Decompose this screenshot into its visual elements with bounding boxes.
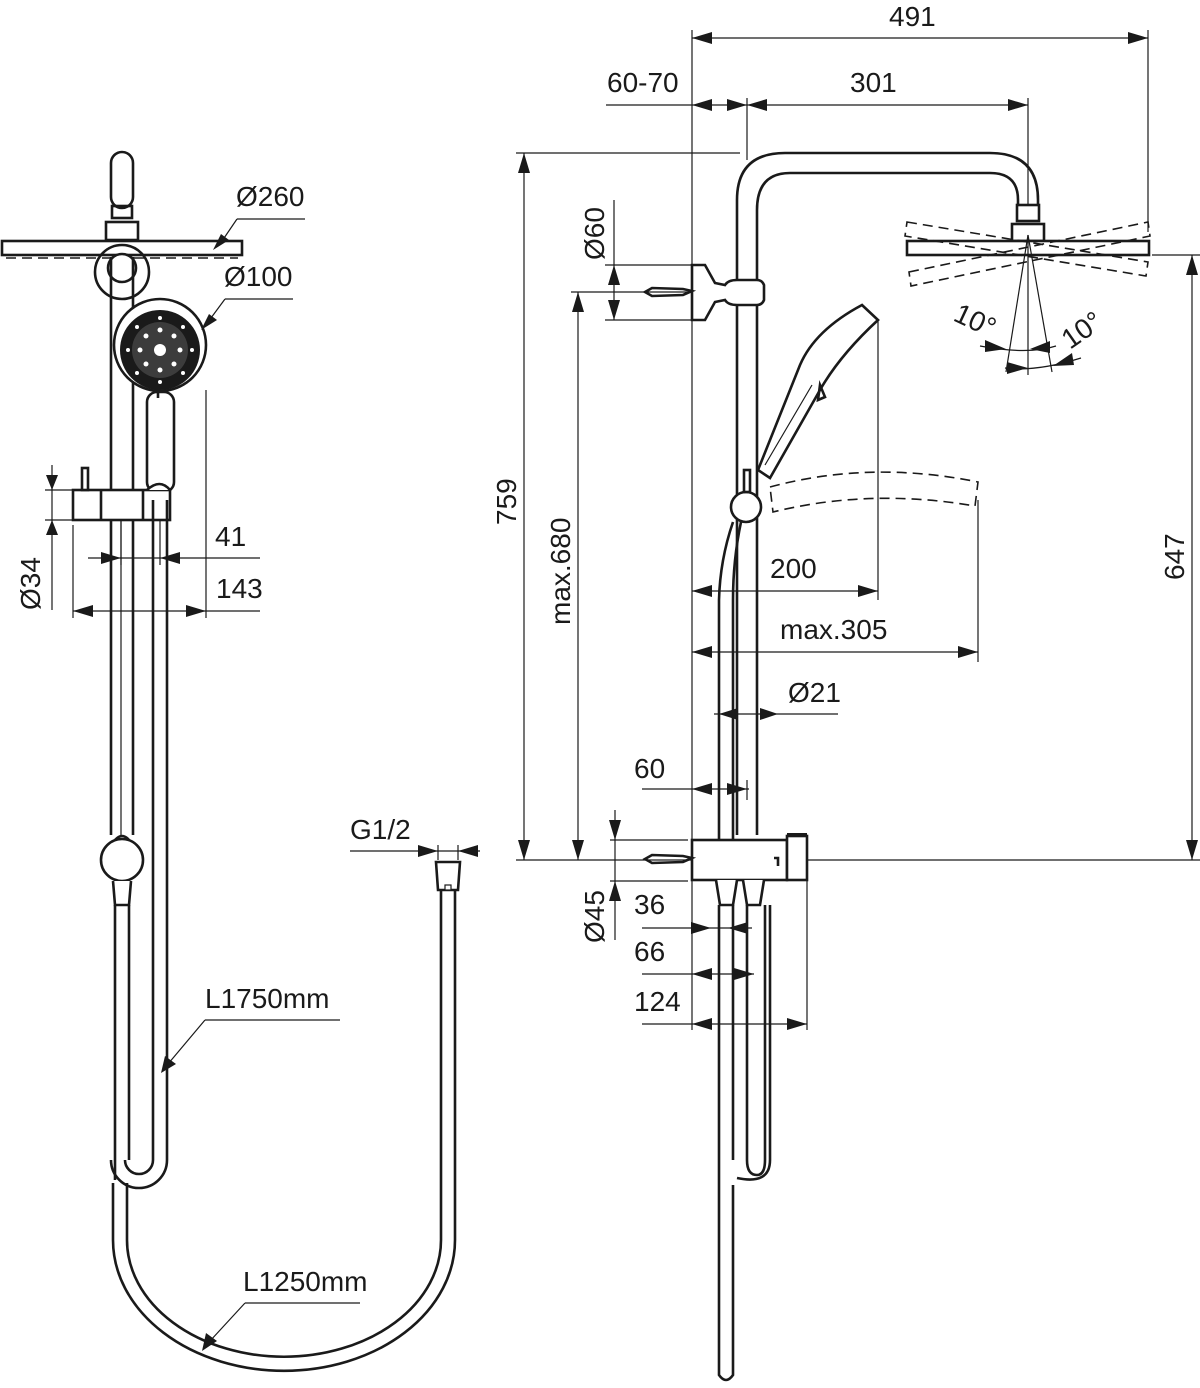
- dimension-rail-diameter: Ø21: [714, 677, 841, 720]
- handshower-front: [112, 297, 208, 494]
- label-rail-diameter: Ø21: [788, 677, 841, 708]
- riser-and-arm-side: [735, 151, 1046, 835]
- dimension-slider-diameter: Ø34: [15, 465, 73, 610]
- label-max-bracket-height: max.680: [545, 518, 576, 625]
- riser-rail-front: [109, 257, 135, 835]
- label-rail-offset-front: 41: [215, 521, 246, 552]
- side-view: 10° 10°: [491, 1, 1200, 1382]
- label-hose-short: L1250mm: [243, 1266, 368, 1297]
- dimension-bracket-diameter: Ø60: [579, 200, 692, 321]
- thermostat-knob-front: [99, 834, 145, 1160]
- label-connection-thread: G1/2: [350, 814, 411, 845]
- dimension-handshower-diameter: Ø100: [201, 261, 293, 330]
- overhead-arm-front: [104, 150, 140, 242]
- dimension-overall-width: 491: [692, 1, 1149, 232]
- handshower-side: [756, 303, 979, 513]
- label-outlet-1: 36: [634, 889, 665, 920]
- dimension-outlet-1: 36: [634, 889, 752, 934]
- label-mixer-depth: 124: [634, 986, 681, 1017]
- dimension-outlet-2: 66: [634, 936, 754, 980]
- dimension-slider-width: 143: [72, 390, 263, 618]
- overhead-shower-side: 10° 10°: [904, 221, 1151, 375]
- label-overall-height: 759: [491, 478, 522, 525]
- front-view: Ø260 Ø100 Ø34 41: [0, 150, 480, 1373]
- label-tilt-right: 10°: [1056, 305, 1108, 355]
- label-handshower-diameter: Ø100: [224, 261, 293, 292]
- dimension-rail-offset-side: 60: [634, 753, 749, 800]
- dimension-mixer-diameter: Ø45: [579, 810, 688, 943]
- label-bracket-diameter: Ø60: [579, 207, 610, 260]
- dimension-mixer-depth: 124: [634, 880, 808, 1030]
- hose-front: [109, 500, 462, 1373]
- label-hose-long: L1750mm: [205, 983, 330, 1014]
- label-handshower-reach: 200: [770, 553, 817, 584]
- slider-side: [729, 468, 763, 524]
- label-mixer-diameter: Ø45: [579, 890, 610, 943]
- dimension-connection-thread: G1/2: [350, 814, 480, 860]
- wall-bracket-side: [615, 263, 766, 322]
- label-outlet-2: 66: [634, 936, 665, 967]
- dimension-wall-offset: 60-70 301: [606, 67, 1029, 205]
- dimension-overall-height: 759: [491, 152, 740, 861]
- dimension-hose-long: L1750mm: [161, 983, 340, 1073]
- label-rail-offset-side: 60: [634, 753, 665, 784]
- dimension-hose-short: L1250mm: [202, 1266, 368, 1351]
- label-overhead-diameter: Ø260: [236, 181, 305, 212]
- dimension-max-bracket-height: max.680: [545, 291, 615, 860]
- dimension-handshower-reach: 200: [692, 320, 879, 600]
- dimension-overhead-diameter: Ø260: [213, 181, 305, 250]
- dimension-rail-offset-front: 41: [88, 520, 260, 565]
- label-slider-width: 143: [216, 573, 263, 604]
- wall-bracket-front: [93, 243, 151, 301]
- label-wall-offset: 60-70: [607, 67, 679, 98]
- label-tilt-left: 10°: [949, 297, 1000, 343]
- label-slider-diameter: Ø34: [15, 557, 46, 610]
- hose-side: [717, 521, 743, 880]
- thermostatic-mixer-side: [642, 833, 809, 1382]
- dimension-overhead-height: 647: [807, 254, 1200, 861]
- label-max-reach: max.305: [780, 614, 887, 645]
- label-overhead-height: 647: [1159, 533, 1190, 580]
- label-arm-length: 301: [850, 67, 897, 98]
- dimension-max-reach: max.305: [692, 500, 979, 662]
- label-overall-width: 491: [889, 1, 936, 32]
